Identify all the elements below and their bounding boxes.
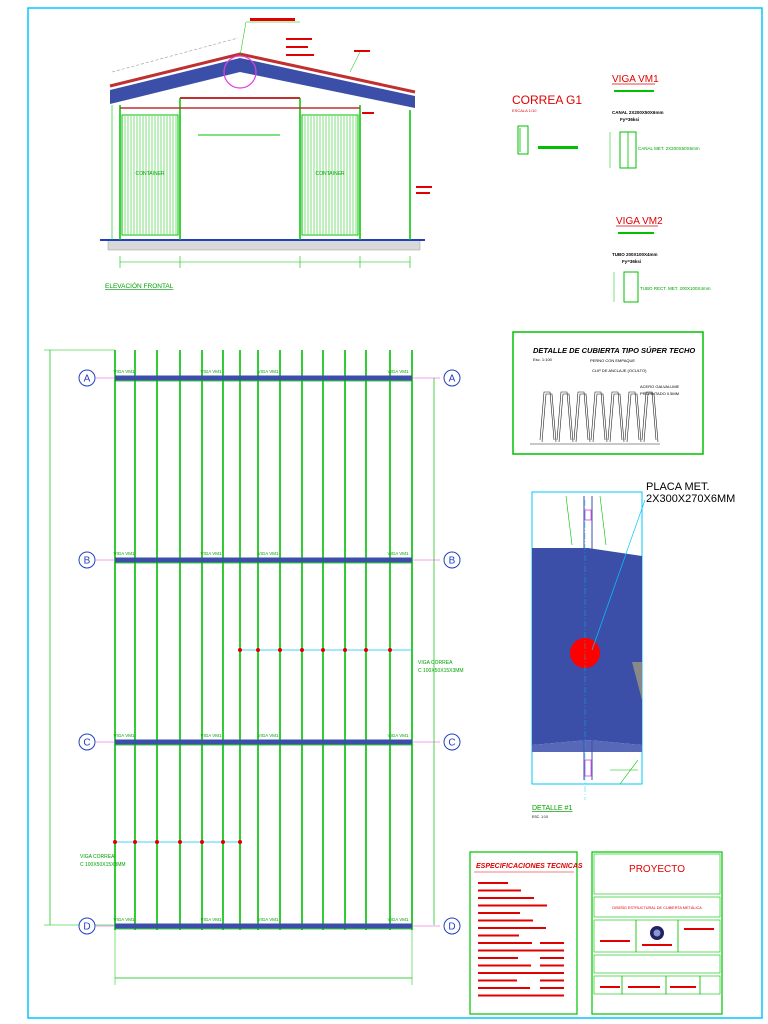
- beam-label: VIGA VM1: [200, 917, 222, 922]
- title-block: PROYECTO DISEÑO ESTRUCTURAL DE CUBIERTA …: [591, 851, 723, 1015]
- correa-note-left-1: VIGA CORREA: [80, 854, 115, 860]
- viga-vm2-fy: Fy=36ksi: [622, 259, 641, 264]
- cubierta-title: DETALLE DE CUBIERTA TIPO SÚPER TECHO: [533, 346, 695, 355]
- correa-note-right-2: C 100X50X15X3MM: [418, 668, 464, 674]
- viga-vm1-fy: Fy=36ksi: [620, 117, 639, 122]
- beam-label: VIGA VM1: [113, 551, 135, 556]
- correa-node: [321, 648, 325, 652]
- axis-bubble-right: [443, 917, 461, 935]
- correa-note-left-2: C 100X50X15X3MM: [80, 862, 126, 868]
- beam-label: VIGA VM1: [387, 733, 409, 738]
- cubierta-note-2: CLIP DE ANCLAJE (OCULTO): [592, 368, 647, 373]
- viga-vm2-title: VIGA VM2: [616, 216, 663, 227]
- viga-vm2-section: TUBO 200X100X4mm: [612, 252, 658, 257]
- project-label: PROYECTO: [629, 864, 685, 875]
- axis-bubble-right: [443, 551, 461, 569]
- correa-node: [221, 840, 225, 844]
- beam-label: VIGA VM1: [200, 551, 222, 556]
- correa-node: [178, 840, 182, 844]
- detail-1: PLACA MET. 2X300X270X6MM DETALLE #1 ESC.…: [531, 481, 735, 819]
- correa-node: [364, 648, 368, 652]
- specs-title: ESPECIFICACIONES TECNICAS: [476, 863, 583, 870]
- beam-label: VIGA VM1: [113, 917, 135, 922]
- correa-node: [300, 648, 304, 652]
- door-label-right: CONTAINER: [315, 171, 344, 177]
- beam-vm1: [115, 923, 412, 929]
- axis-label: A: [449, 374, 456, 385]
- placa-label-line1: PLACA MET.: [646, 481, 710, 493]
- beam-label: VIGA VM1: [200, 733, 222, 738]
- beam-label: VIGA VM1: [113, 733, 135, 738]
- axis-bubble-left: [78, 733, 96, 751]
- axis-label: C: [448, 738, 455, 749]
- beam-label: VIGA VM1: [200, 369, 222, 374]
- axis-label: D: [448, 922, 455, 933]
- roof-cover-detail: DETALLE DE CUBIERTA TIPO SÚPER TECHO Esc…: [512, 331, 704, 455]
- project-description: DISEÑO ESTRUCTURAL DE CUBIERTA METÁLICA: [612, 905, 702, 910]
- cubierta-scale: Esc. 1:100: [533, 357, 553, 362]
- detalle1-scale: ESC. 1:10: [532, 815, 548, 819]
- correa-node: [200, 840, 204, 844]
- correa-node: [113, 840, 117, 844]
- correa-node: [278, 648, 282, 652]
- correa-g1-title: CORREA G1: [512, 93, 582, 107]
- detalle1-title: DETALLE #1: [532, 805, 572, 812]
- front-elevation: CONTAINER CONTAINER ELEVACIÓN FRONTAL: [100, 18, 432, 290]
- beam-label: VIGA VM1: [113, 369, 135, 374]
- viga-vm1-note: CANAL MET. 2X200X50X6mm: [638, 146, 700, 151]
- correa-note-right-1: VIGA CORREA: [418, 660, 453, 666]
- axis-bubble-right: [443, 733, 461, 751]
- cubierta-note-4: PREPINTADO 0.5MM: [640, 391, 679, 396]
- correa-node: [155, 840, 159, 844]
- beam-label: VIGA VM1: [387, 369, 409, 374]
- beam-vm1: [115, 375, 412, 381]
- viga-vm1-title: VIGA VM1: [612, 74, 659, 85]
- correa-node: [256, 648, 260, 652]
- beam-label: VIGA VM1: [257, 369, 279, 374]
- placa-label-line2: 2X300X270X6MM: [646, 493, 735, 505]
- axis-label: D: [83, 922, 90, 933]
- beam-label: VIGA VM1: [257, 917, 279, 922]
- axis-label: C: [83, 738, 90, 749]
- viga-vm1-section: CANAL 2X200X50X6mm: [612, 110, 663, 115]
- beam-label: VIGA VM1: [387, 917, 409, 922]
- correa-node: [238, 840, 242, 844]
- beam-label: VIGA VM1: [257, 733, 279, 738]
- axis-bubble-right: [443, 369, 461, 387]
- axis-label: B: [449, 556, 456, 567]
- correa-node: [388, 648, 392, 652]
- cubierta-note-3: ACERO GALVALUME: [640, 384, 680, 389]
- correa-node: [133, 840, 137, 844]
- correa-node: [343, 648, 347, 652]
- beam-vm1: [115, 739, 412, 745]
- viga-vm2-detail: VIGA VM2 TUBO 200X100X4mm Fy=36ksi TUBO …: [612, 216, 711, 303]
- correa-g1-scale: ESCALA 1/10: [512, 108, 537, 113]
- viga-vm1-detail: VIGA VM1 CANAL 2X200X50X6mm Fy=36ksi CAN…: [609, 74, 700, 169]
- technical-specs: ESPECIFICACIONES TECNICAS: [469, 851, 583, 1015]
- correa-node: [238, 648, 242, 652]
- viga-vm2-note: TUBO RECT. MET. 200X100X4mm: [640, 286, 711, 291]
- axis-bubble-left: [78, 917, 96, 935]
- drawing-border: [27, 7, 763, 1019]
- correa-g1-detail: CORREA G1 ESCALA 1/10: [512, 93, 582, 155]
- elevation-title: ELEVACIÓN FRONTAL: [105, 281, 174, 290]
- door-label-left: CONTAINER: [135, 171, 164, 177]
- cubierta-note-1: PERNO CON EMPAQUE: [590, 358, 635, 363]
- beam-label: VIGA VM1: [387, 551, 409, 556]
- axis-label: A: [84, 374, 91, 385]
- axis-bubble-left: [78, 369, 96, 387]
- beam-label: VIGA VM1: [257, 551, 279, 556]
- beam-vm1: [115, 557, 412, 563]
- axis-bubble-left: [78, 551, 96, 569]
- axis-label: B: [84, 556, 91, 567]
